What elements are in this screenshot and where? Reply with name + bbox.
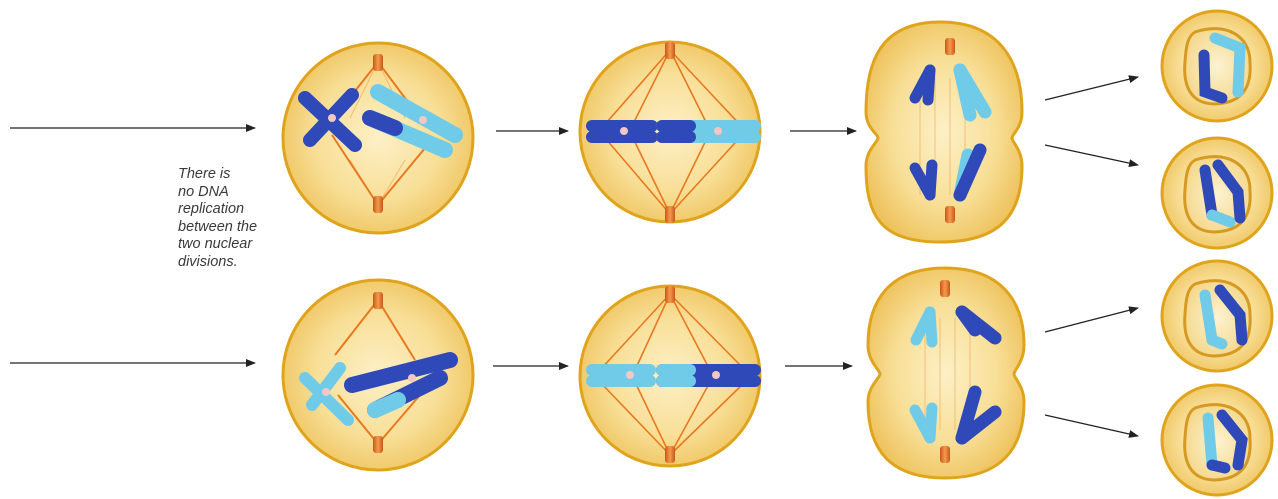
arrow-icon — [1045, 308, 1138, 332]
note-line: There is — [178, 166, 308, 184]
centriole-icon — [373, 196, 383, 213]
note-line: between the — [178, 219, 308, 237]
arrow-icon — [1045, 77, 1138, 100]
chromosome-icon — [592, 370, 755, 381]
centriole-icon — [940, 280, 950, 297]
daughter-cell-1 — [1162, 11, 1272, 121]
telophase-ii-cell-top — [866, 22, 1022, 242]
note-line: divisions. — [178, 254, 308, 272]
metaphase-ii-cell-top — [580, 42, 760, 223]
arrow-icon — [1045, 415, 1138, 436]
centriole-icon — [665, 206, 675, 223]
arrow-icon — [1045, 145, 1138, 165]
centriole-icon — [373, 436, 383, 453]
daughter-cell-2 — [1162, 138, 1272, 248]
note-line: two nuclear — [178, 236, 308, 254]
note-line: replication — [178, 201, 308, 219]
daughter-cell-3 — [1162, 261, 1272, 371]
telophase-ii-cell-bottom — [868, 268, 1024, 478]
centriole-icon — [940, 446, 950, 463]
metaphase-ii-cell-bottom — [580, 286, 760, 466]
daughter-cell-4 — [1162, 385, 1272, 495]
note-line: no DNA — [178, 184, 308, 202]
centriole-icon — [665, 446, 675, 463]
prophase-ii-cell-bottom — [283, 280, 473, 470]
centriole-icon — [945, 38, 955, 55]
no-dna-replication-note: There is no DNA replication between the … — [178, 166, 308, 271]
prophase-ii-cell-top — [283, 43, 473, 233]
chromosome-icon — [592, 126, 755, 137]
centriole-icon — [945, 206, 955, 223]
centriole-icon — [373, 292, 383, 309]
centriole-icon — [665, 42, 675, 59]
centriole-icon — [665, 286, 675, 303]
centriole-icon — [373, 54, 383, 71]
